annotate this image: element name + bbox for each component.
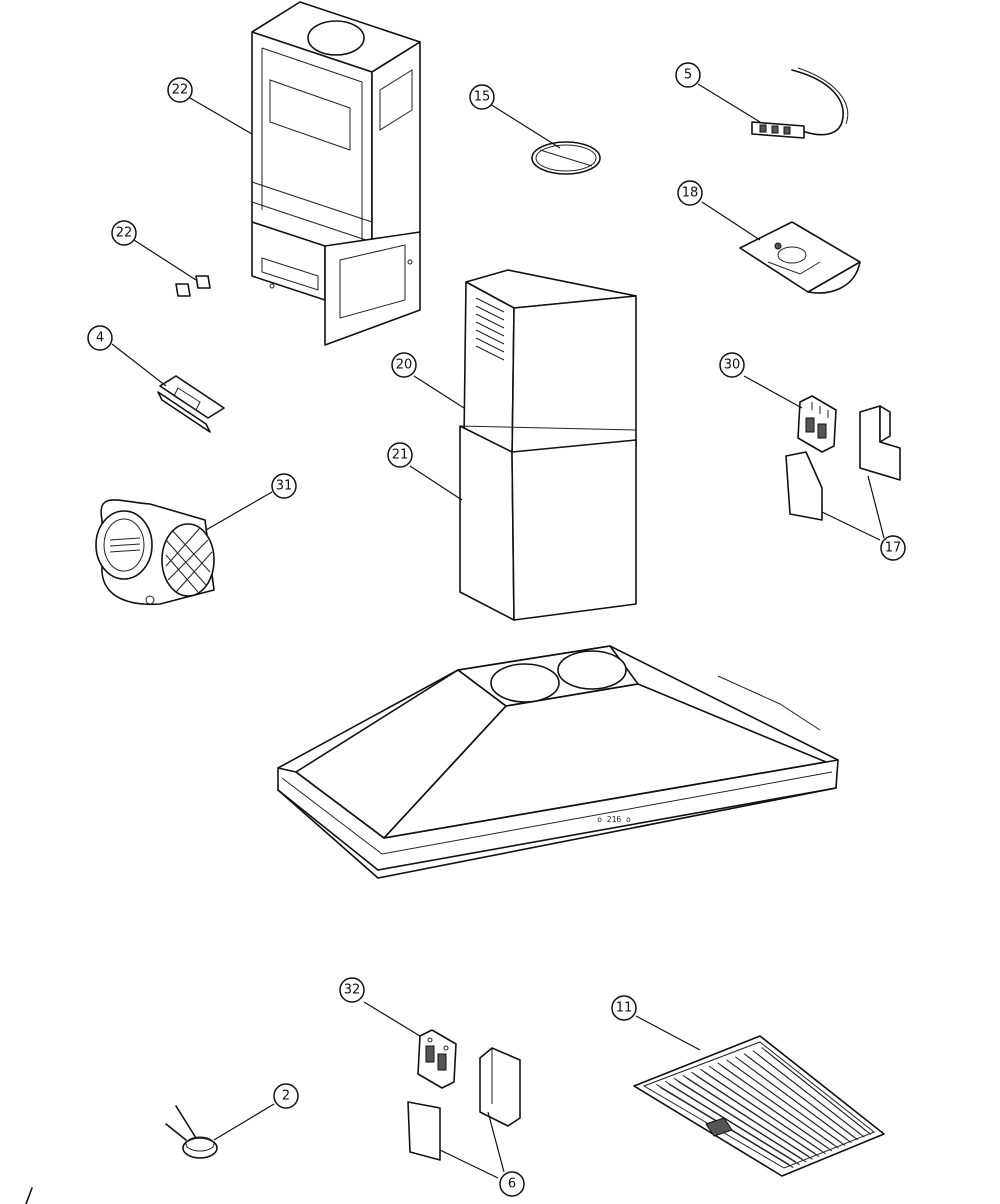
corner-mark (25, 1187, 33, 1204)
callout-label: 15 (474, 90, 491, 105)
part-control-board (797, 395, 837, 453)
callout-6: 6 (499, 1171, 525, 1197)
part-mounting-bracket (785, 405, 901, 521)
callout-label: 17 (885, 541, 902, 556)
callout-label: 5 (684, 68, 692, 83)
callout-5: 5 (675, 62, 701, 88)
callout-label: 31 (276, 479, 293, 494)
callout-label: 32 (344, 983, 361, 998)
callout-4: 4 (87, 325, 113, 351)
filter-slat-edge (668, 1083, 800, 1166)
filter-slat-edge (721, 1065, 839, 1149)
callout-label: 22 (172, 83, 189, 98)
callout-label: 22 (116, 226, 133, 241)
part-control-knob (165, 1105, 218, 1159)
callout-22-frame: 22 (167, 77, 193, 103)
leader-lines (111, 83, 885, 1179)
callout-label: 20 (396, 358, 413, 373)
filter-slat-edge (730, 1062, 846, 1146)
callout-30: 30 (719, 352, 745, 378)
part-small-clip (175, 275, 211, 297)
part-support-frame (251, 1, 421, 346)
part-gasket-ring (531, 141, 601, 175)
filter-slat-edge (677, 1080, 807, 1163)
filter-slat-edge (686, 1077, 813, 1160)
callouts: 22 15 5 22 18 4 20 30 (87, 62, 906, 1197)
callout-2: 2 (273, 1083, 299, 1109)
callout-label: 6 (508, 1177, 516, 1192)
callout-22-clip: 22 (111, 220, 137, 246)
filter-slat-edge (739, 1059, 852, 1144)
part-lower-control-board (417, 1029, 457, 1089)
callout-label: 2 (282, 1089, 290, 1104)
callout-21: 21 (387, 442, 413, 468)
filter-slat-edge (756, 1053, 865, 1138)
callout-15: 15 (469, 84, 495, 110)
part-lower-chimney (459, 425, 637, 621)
callout-18: 18 (677, 180, 703, 206)
part-control-panel (739, 221, 861, 294)
callout-17: 17 (880, 535, 906, 561)
filter-slat-edge (703, 1071, 826, 1155)
filter-slat-edge (747, 1056, 859, 1141)
part-wire-harness (751, 67, 849, 139)
part-hood-body: o 216 o (277, 645, 839, 879)
callout-31: 31 (271, 473, 297, 499)
callout-label: 30 (724, 358, 741, 373)
hood-model-marking: o 216 o (597, 815, 631, 824)
callout-label: 21 (392, 448, 409, 463)
callout-20: 20 (391, 352, 417, 378)
callout-32: 32 (339, 977, 365, 1003)
part-upper-chimney (463, 269, 637, 463)
callout-label: 4 (96, 331, 104, 346)
callout-label: 11 (616, 1001, 633, 1016)
filter-slat-edge (765, 1050, 872, 1135)
filter-slat-edge (712, 1068, 833, 1152)
part-grease-filter (633, 1035, 885, 1177)
callout-11: 11 (611, 995, 637, 1021)
part-blower-motor (95, 499, 215, 606)
callout-label: 18 (682, 186, 699, 201)
filter-slat-edge (695, 1074, 820, 1157)
part-light-bar (157, 375, 225, 433)
part-electrical-box (407, 1047, 521, 1161)
